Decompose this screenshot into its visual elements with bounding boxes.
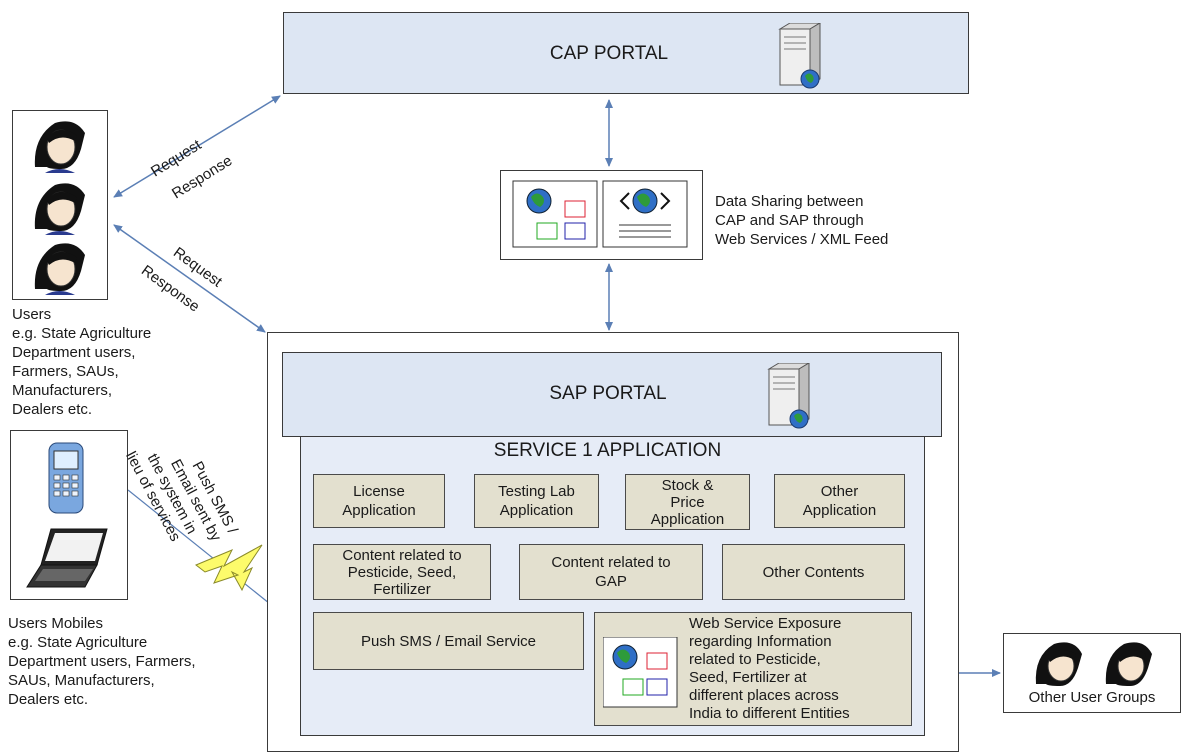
web-service-description: Web Service Exposure regarding Informati… (689, 615, 850, 722)
arrow-users-sap (113, 224, 266, 333)
laptop-icon (26, 528, 108, 588)
service-application-title: SERVICE 1 APPLICATION (493, 440, 722, 461)
other-application-module: Other Application (774, 474, 905, 528)
users-mobiles-description: Users Mobiles e.g. State Agriculture Dep… (8, 615, 196, 708)
xml-feed-icon (512, 180, 688, 248)
data-sharing-description: Data Sharing between CAP and SAP through… (715, 193, 889, 248)
user-avatar-icon (1035, 642, 1082, 686)
cap-portal-title: CAP PORTAL (549, 43, 669, 64)
license-application-module: License Application (313, 474, 445, 528)
server-icon (767, 363, 810, 429)
users-description: Users e.g. State Agriculture Department … (12, 306, 152, 418)
users-box (12, 110, 108, 300)
content-pesticide-module: Content related to Pesticide, Seed, Fert… (313, 544, 491, 600)
testing-lab-application-module: Testing Lab Application (474, 474, 599, 528)
users-mobiles-box (10, 430, 128, 600)
lightning-bolt-icon (195, 544, 263, 592)
other-contents-module: Other Contents (722, 544, 905, 600)
content-gap-module: Content related to GAP (519, 544, 703, 600)
other-user-groups-box (1003, 633, 1181, 713)
other-user-groups-label: Other User Groups (1028, 689, 1156, 706)
server-icon (778, 23, 821, 89)
cap-portal-box: CAP PORTAL (283, 12, 969, 94)
user-avatar-icon (34, 243, 85, 295)
arrow-users-cap (113, 95, 281, 198)
data-sharing-box (500, 170, 703, 260)
stock-price-application-module: Stock & Price Application (625, 474, 750, 530)
user-avatar-icon (1105, 642, 1152, 686)
sap-portal-title: SAP PORTAL (549, 383, 667, 404)
mobile-phone-icon (48, 442, 84, 514)
web-service-exposure-module: Web Service Exposure regarding Informati… (594, 612, 912, 726)
sap-portal-box: SAP PORTAL (282, 352, 942, 437)
web-service-icon (603, 637, 678, 708)
user-avatar-icon (34, 121, 85, 173)
user-avatar-icon (34, 183, 85, 235)
push-sms-email-module: Push SMS / Email Service (313, 612, 584, 670)
